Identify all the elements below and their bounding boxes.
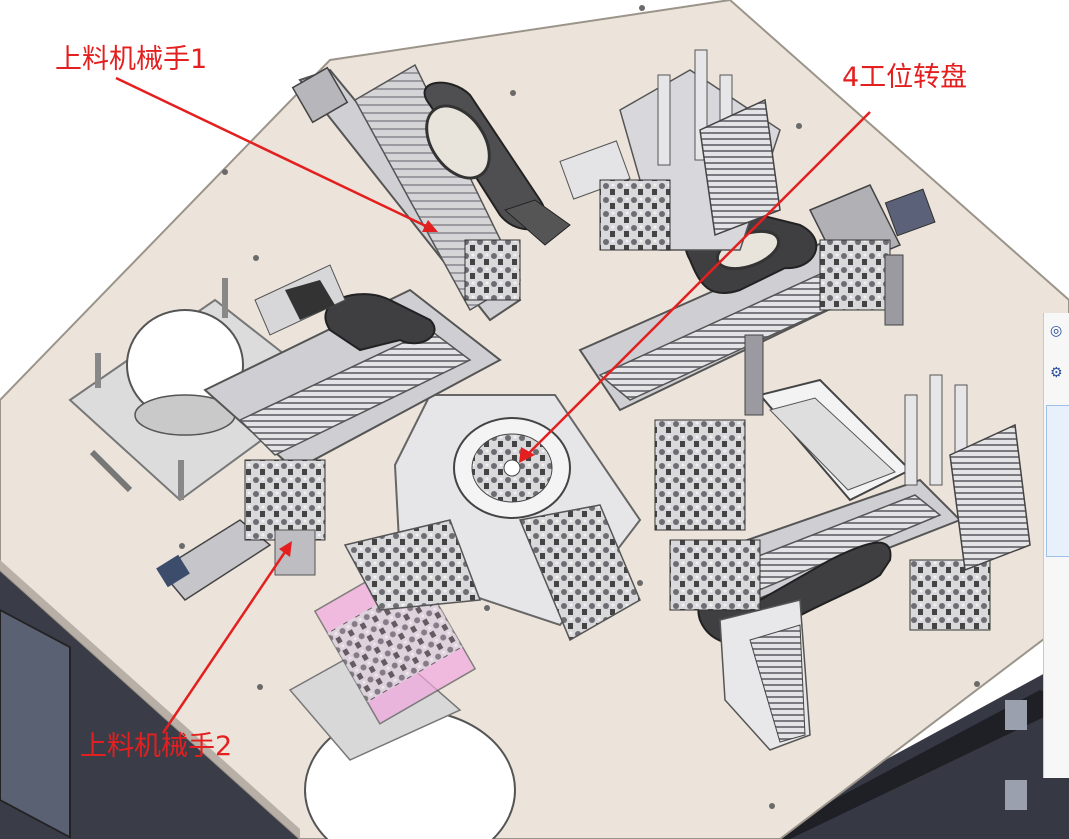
loader-arm-1 [291,63,571,322]
task-pane-content [1046,405,1069,557]
arrow-loader-arm-1 [115,76,433,231]
arrow-loader-arm-2 [161,545,291,734]
linear-module-left [156,264,502,601]
arrow-rotary-table [523,111,871,459]
tray-stacker-top-right [559,49,781,251]
tray-stacker-bottom-right [904,374,1031,572]
linear-module-bottom-right [654,254,991,751]
bowl-feeder-bottom [288,555,516,839]
label-rotary-table: 4工位转盘 [842,62,968,93]
bearing-icon[interactable]: ◎ [1050,323,1063,339]
label-loader-arm-1: 上料机械手1 [55,44,208,75]
rotary-table-4-station [453,417,571,519]
label-loader-arm-2: 上料机械手2 [80,731,233,762]
annotation-arrows [115,76,871,734]
settings-icon[interactable]: ⚙ [1050,365,1063,381]
side-task-pane: ◎ ⚙ [1043,313,1069,778]
